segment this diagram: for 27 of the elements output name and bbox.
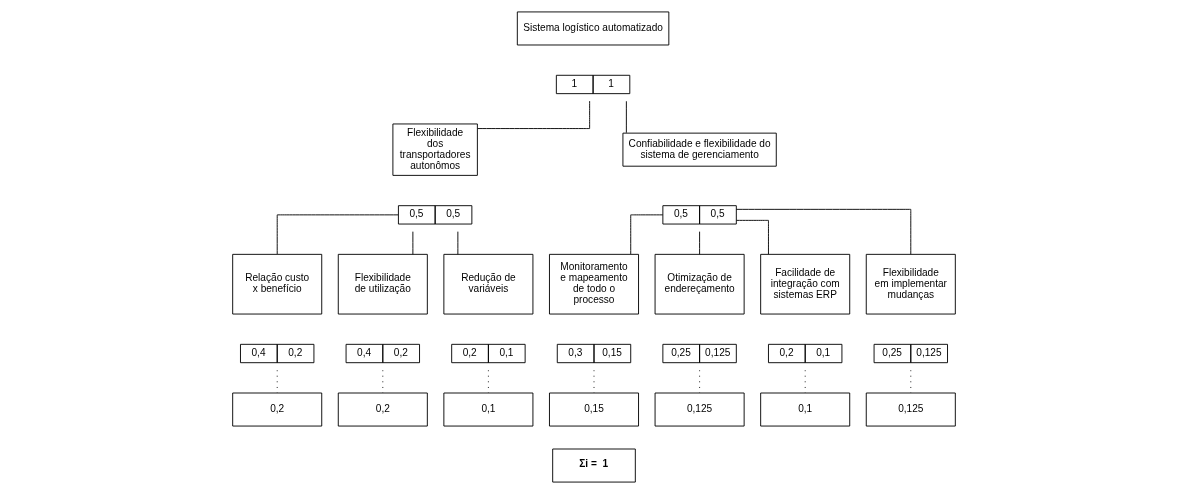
connector [477, 100, 591, 129]
connector [699, 231, 701, 255]
node-box: 0,2 [337, 392, 428, 427]
node-box: Flexibilidade em implementar mudanças [865, 253, 956, 315]
node-box: Relação custo x benefício [232, 253, 323, 315]
connector [736, 219, 769, 255]
node-box: Redução de variáveis [443, 253, 534, 315]
node-box: 0,1 [760, 392, 851, 427]
node-box: 0,1 [443, 392, 534, 427]
connector [735, 208, 912, 255]
node-box: Sistema logístico automatizado [516, 11, 670, 46]
connector [457, 231, 459, 255]
node-box: Otimização de endereçamento [654, 253, 745, 315]
node-box: Monitoramento e mapeamento de todo o processo [549, 253, 639, 315]
node-box: Flexibilidade dos transportadores autonômos [392, 123, 478, 176]
connector [630, 214, 664, 255]
node-box: 0,125 [865, 392, 956, 427]
node-box: 0,2 [232, 392, 323, 427]
connector [625, 100, 627, 134]
connector [412, 231, 414, 255]
node-box: Confiabilidade e flexibilidade do sistema de gerenciamento [622, 132, 777, 167]
node-box: 0,125 [654, 392, 745, 427]
node-box: Flexibilidade de utilização [337, 253, 428, 315]
node-box: Facilidade de integração com sistemas ERP [760, 253, 851, 315]
node-box: Σi = 1 [552, 448, 636, 483]
connector [276, 214, 399, 255]
node-box: 0,15 [549, 392, 639, 427]
